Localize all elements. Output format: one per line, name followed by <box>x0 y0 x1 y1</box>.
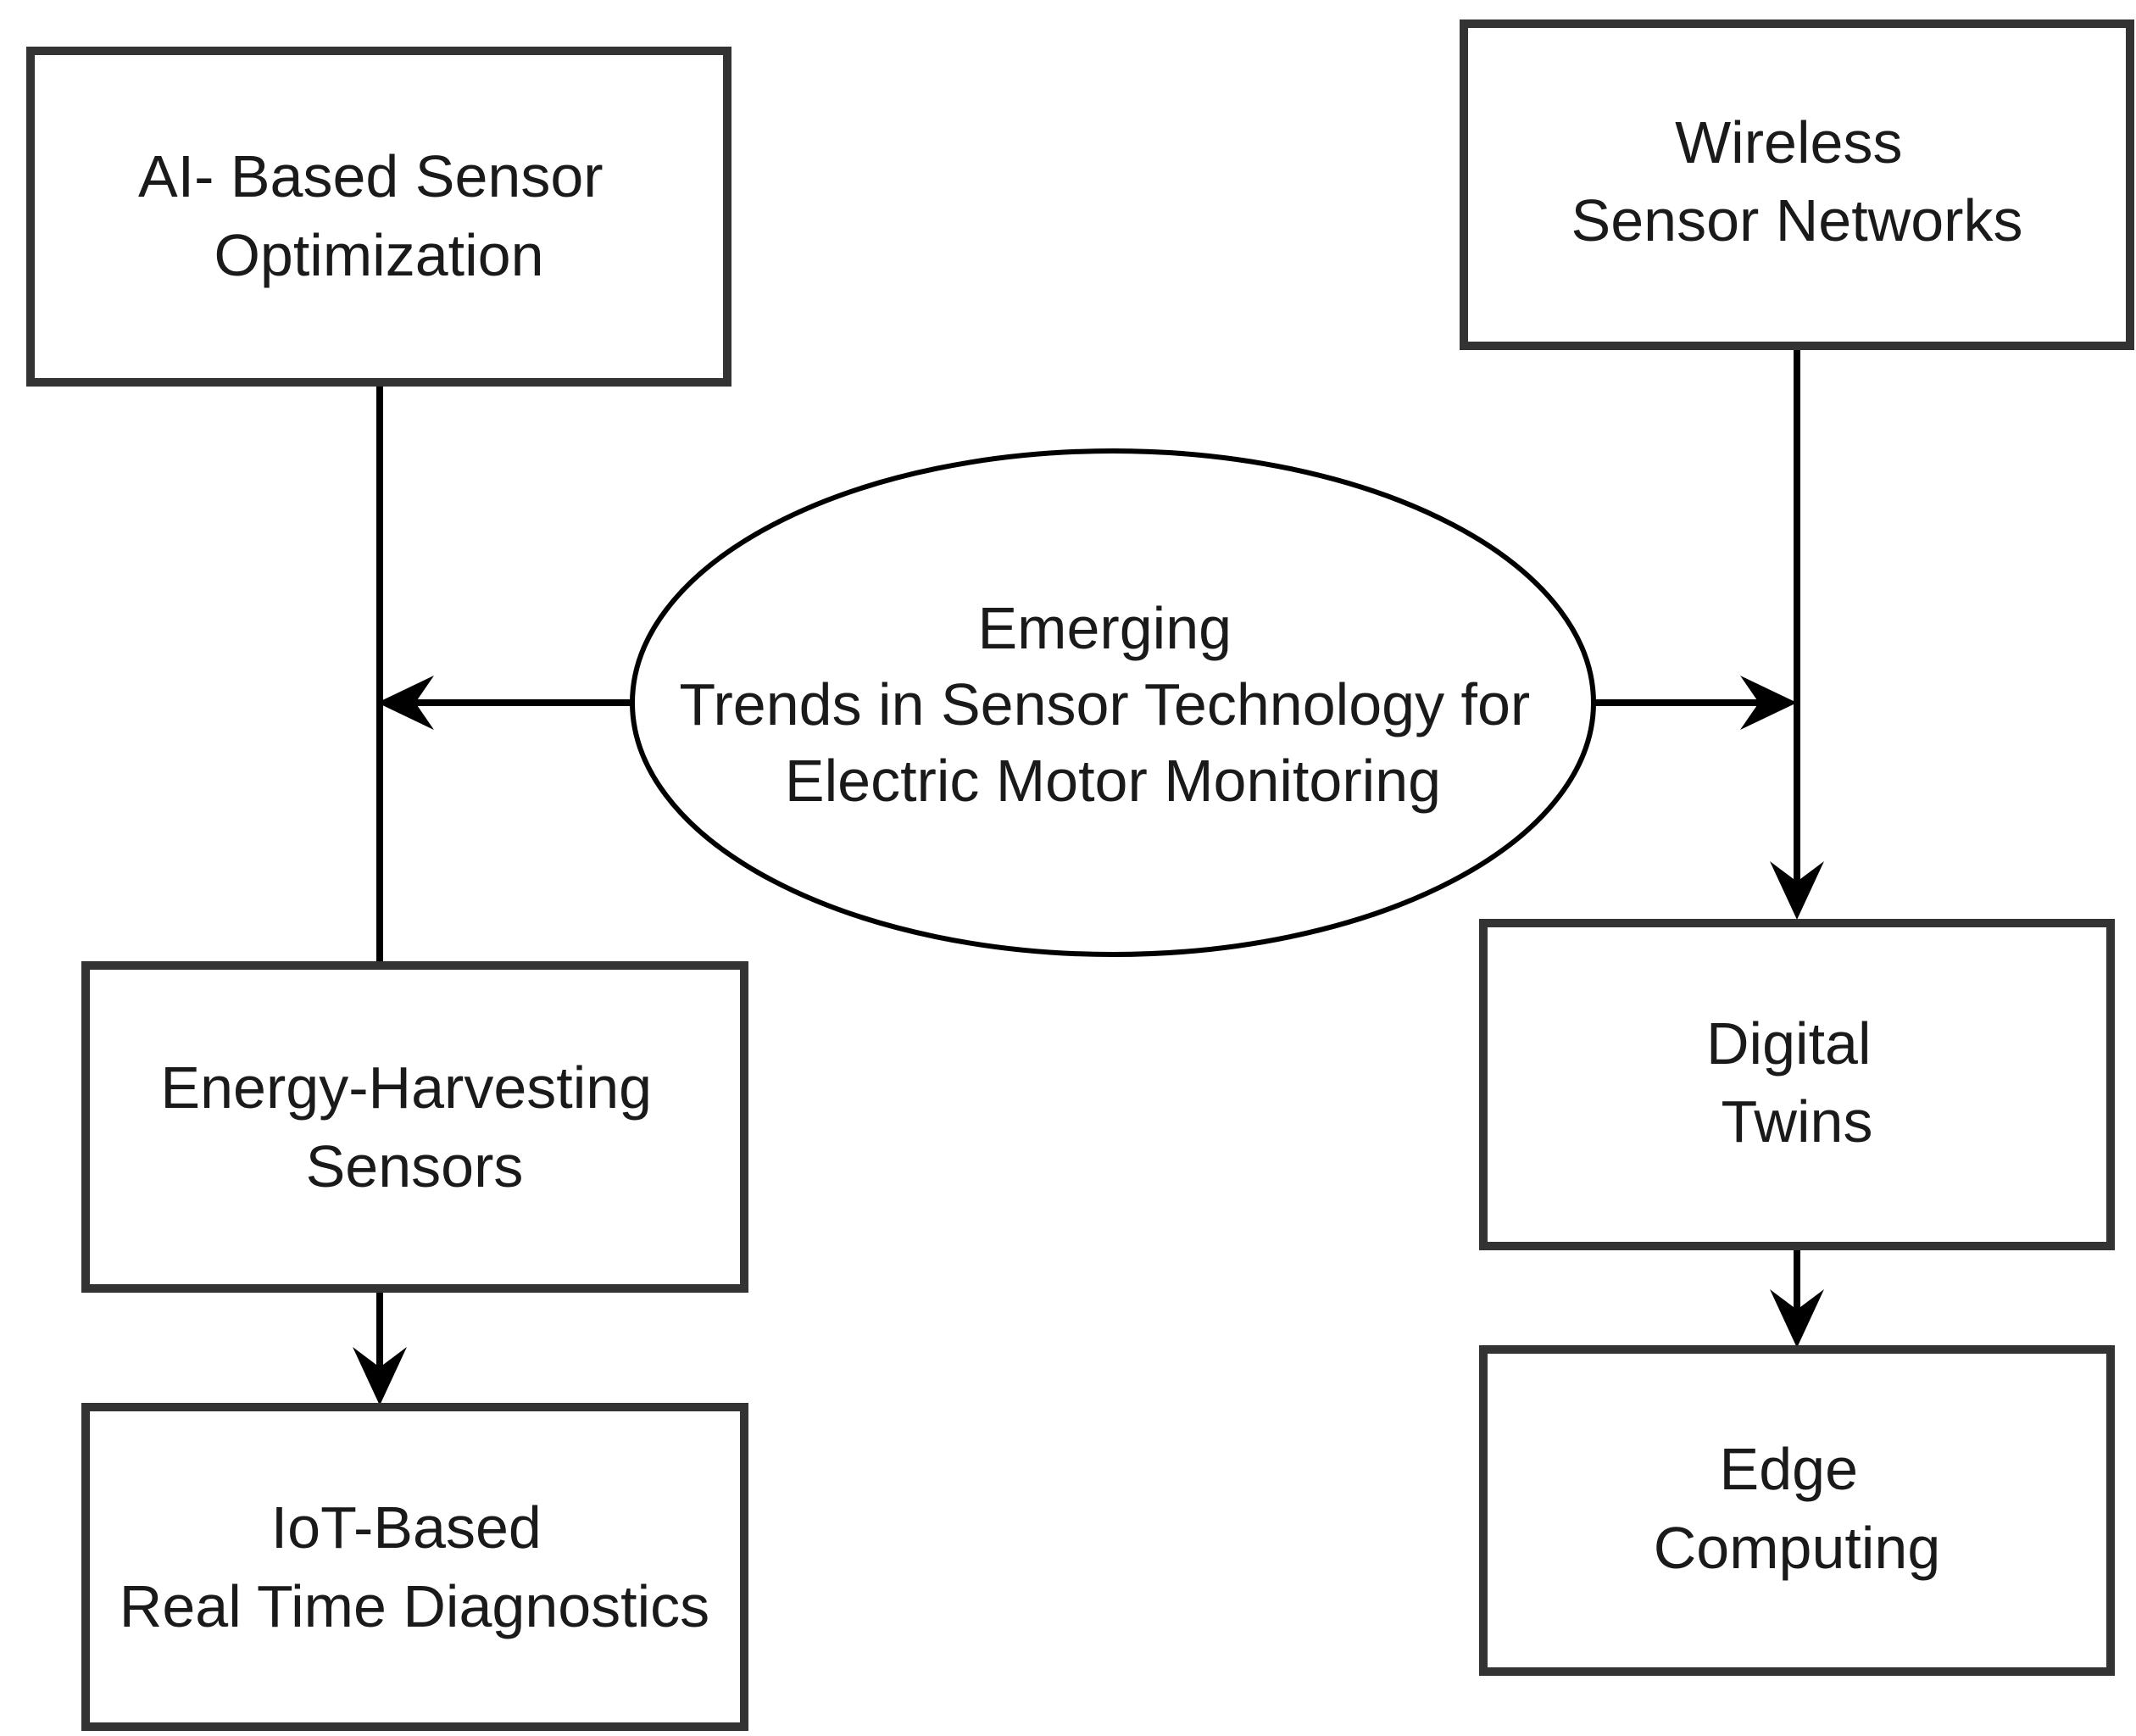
iot-real-time-diagnostics-line-1: IoT-Based <box>271 1494 542 1561</box>
ai-sensor-optimization-line-2: Optimization <box>214 222 543 288</box>
energy-harvesting-sensors-label: Energy-Harvesting Sensors <box>160 1054 668 1199</box>
center-label-line-2: Trends in Sensor Technology for <box>679 671 1530 737</box>
arrowhead-right <box>1740 676 1797 730</box>
center-label: Emerging Trends in Sensor Technology for… <box>679 595 1546 814</box>
energy-harvesting-sensors-line-2: Sensors <box>306 1133 524 1199</box>
arrowhead-to-digital-twins <box>1770 861 1824 920</box>
digital-twins-line-2: Twins <box>1722 1088 1873 1155</box>
iot-real-time-diagnostics-box <box>81 1403 748 1731</box>
energy-harvesting-sensors-box <box>81 961 748 1293</box>
wireless-sensor-networks-line-1: Wireless <box>1675 109 1902 175</box>
wireless-sensor-networks-node: Wireless Sensor Networks <box>1460 19 2134 350</box>
ai-sensor-optimization-line-1: AI- Based Sensor <box>138 143 604 209</box>
digital-twins-node: Digital Twins <box>1479 919 2115 1250</box>
ai-sensor-optimization-label: AI- Based Sensor Optimization <box>138 143 620 288</box>
wireless-sensor-networks-line-2: Sensor Networks <box>1571 187 2023 253</box>
edge-computing-label: Edge Computing <box>1654 1436 1941 1581</box>
arrowhead-left <box>377 676 434 730</box>
edge-computing-line-2: Computing <box>1654 1515 1941 1581</box>
edge-computing-node: Edge Computing <box>1479 1345 2115 1676</box>
digital-twins-label: Digital Twins <box>1706 1010 1888 1155</box>
arrowhead-to-iot <box>353 1347 407 1405</box>
arrowhead-to-edge <box>1770 1289 1824 1348</box>
wireless-sensor-networks-box <box>1460 19 2134 350</box>
ai-sensor-optimization-box <box>26 47 731 387</box>
edge-computing-box <box>1479 1345 2115 1676</box>
iot-real-time-diagnostics-line-2: Real Time Diagnostics <box>120 1573 709 1639</box>
center-label-line-3: Electric Motor Monitoring <box>785 748 1441 814</box>
center-node: Emerging Trends in Sensor Technology for… <box>630 448 1596 957</box>
center-ellipse <box>630 448 1596 957</box>
energy-harvesting-sensors-node: Energy-Harvesting Sensors <box>81 961 748 1293</box>
energy-harvesting-sensors-line-1: Energy-Harvesting <box>160 1054 652 1121</box>
digital-twins-box <box>1479 919 2115 1250</box>
iot-real-time-diagnostics-node: IoT-Based Real Time Diagnostics <box>81 1403 748 1731</box>
digital-twins-line-1: Digital <box>1706 1010 1872 1077</box>
ai-sensor-optimization-node: AI- Based Sensor Optimization <box>26 47 731 387</box>
center-label-line-1: Emerging <box>977 595 1232 661</box>
wireless-sensor-networks-label: Wireless Sensor Networks <box>1571 109 2023 253</box>
iot-real-time-diagnostics-label: IoT-Based Real Time Diagnostics <box>120 1494 709 1639</box>
edge-computing-line-1: Edge <box>1720 1436 1858 1502</box>
